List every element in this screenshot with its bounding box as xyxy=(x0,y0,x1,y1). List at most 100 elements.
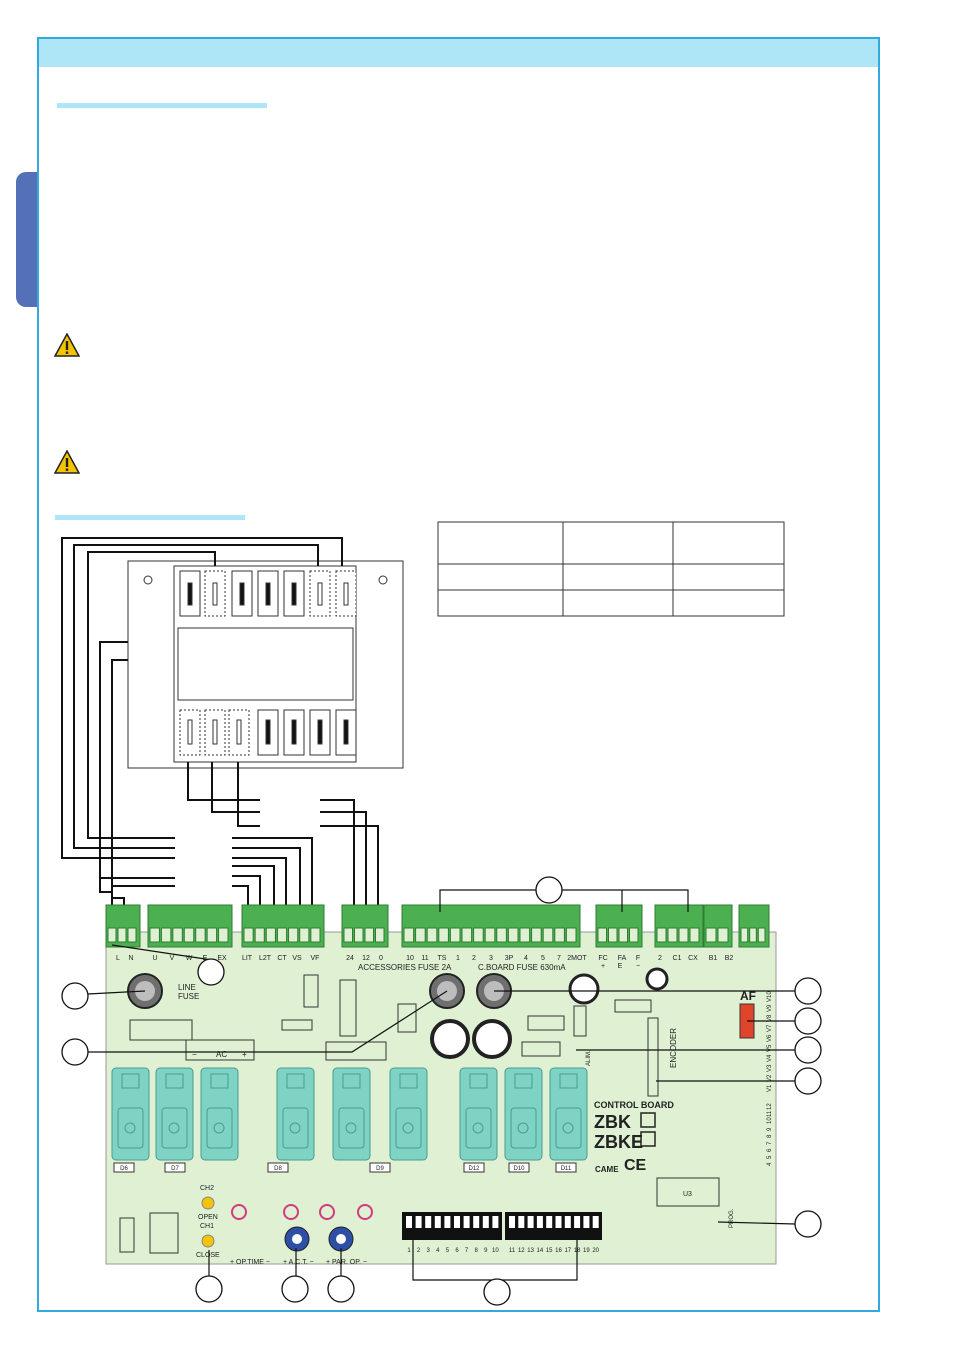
section-rule xyxy=(57,103,267,108)
alim-label: ALIM. xyxy=(586,1050,592,1066)
relay-label: D8 xyxy=(274,1166,282,1172)
terminal-label: 0 xyxy=(379,955,383,962)
led-label: 11 xyxy=(767,1110,773,1117)
terminal-label: CX xyxy=(688,955,698,962)
accessories-fuse-label: ACCESSORIES FUSE 2A xyxy=(358,963,452,972)
led-label: 4 xyxy=(767,1162,773,1166)
relay xyxy=(459,1067,498,1161)
terminal-label: B2 xyxy=(725,955,734,962)
dip-number: 6 xyxy=(455,1248,459,1254)
dip-key[interactable] xyxy=(473,1216,480,1228)
terminal-label: FA xyxy=(618,955,627,962)
dip-number: 7 xyxy=(465,1248,469,1254)
dip-key[interactable] xyxy=(527,1216,534,1228)
dip-key[interactable] xyxy=(454,1216,460,1228)
prog-label: PROG. xyxy=(729,1208,735,1228)
dip-number: 2 xyxy=(417,1248,421,1254)
dip-number: 8 xyxy=(475,1248,479,1254)
dip-key[interactable] xyxy=(574,1216,581,1228)
dip-key[interactable] xyxy=(425,1216,432,1228)
wires xyxy=(61,537,379,905)
dip-key[interactable] xyxy=(492,1216,499,1228)
terminal-label: 10 xyxy=(406,955,414,962)
terminal-label: 2 xyxy=(472,955,476,962)
dip-key[interactable] xyxy=(482,1216,489,1228)
relay-label: D6 xyxy=(120,1166,128,1172)
relay xyxy=(504,1067,543,1161)
dip-number: 11 xyxy=(509,1248,516,1254)
warning-icon xyxy=(54,333,80,357)
terminal-label: 11 xyxy=(421,955,428,962)
terminal-label: B1 xyxy=(709,955,718,962)
ch1-button[interactable] xyxy=(201,1234,215,1248)
warning-icon xyxy=(54,450,80,474)
act-label: + A.C.T. − xyxy=(283,1259,314,1266)
ac-label: AC xyxy=(216,1050,227,1059)
terminal-label: VF xyxy=(311,955,320,962)
dip-key[interactable] xyxy=(555,1216,562,1228)
dip-key[interactable] xyxy=(546,1216,553,1228)
dip-key[interactable] xyxy=(415,1216,422,1228)
dip-key[interactable] xyxy=(406,1216,412,1228)
relay xyxy=(276,1067,315,1161)
terminal-label: 4 xyxy=(524,955,528,962)
ce-mark: CE xyxy=(624,1157,647,1174)
dip-number: 14 xyxy=(537,1248,544,1254)
relay xyxy=(549,1067,588,1161)
led-label: V6 xyxy=(767,1034,773,1042)
terminal-label: L xyxy=(116,955,120,962)
dip-key[interactable] xyxy=(583,1216,590,1228)
relay xyxy=(389,1067,428,1161)
terminal-label: 2 xyxy=(658,955,662,962)
led-label: V5 xyxy=(767,1044,773,1052)
led-label: 5 xyxy=(767,1155,773,1159)
u3-label: U3 xyxy=(683,1191,692,1198)
terminal-label: TS xyxy=(438,955,447,962)
terminal-label: 3P xyxy=(505,955,514,962)
led-label: 7 xyxy=(767,1141,773,1145)
led-label: V9 xyxy=(767,1004,773,1012)
terminal-sublabel: − xyxy=(636,963,640,970)
led-label: V4 xyxy=(767,1054,773,1062)
ac-plus: + xyxy=(242,1050,247,1059)
led-label: 12 xyxy=(767,1103,773,1110)
terminal-label: V xyxy=(170,955,175,962)
terminal-label: CT xyxy=(277,955,287,962)
terminal-label: FC xyxy=(598,955,607,962)
af-label: AF xyxy=(740,989,756,1003)
dip-key[interactable] xyxy=(509,1216,515,1228)
maker-logo: CAME xyxy=(595,1165,619,1174)
relay xyxy=(155,1067,194,1161)
dip-key[interactable] xyxy=(564,1216,571,1228)
terminal-label: 12 xyxy=(362,955,370,962)
dip-number: 5 xyxy=(446,1248,450,1254)
terminal-label: 3 xyxy=(489,955,493,962)
terminal-label: F xyxy=(636,955,640,962)
ch2-button[interactable] xyxy=(201,1196,215,1210)
led-label: V10 xyxy=(767,991,773,1002)
terminal-label: C1 xyxy=(673,955,682,962)
relay-label: D11 xyxy=(561,1166,572,1172)
model-zbk: ZBK xyxy=(594,1112,631,1132)
relay xyxy=(111,1067,150,1161)
dip-key[interactable] xyxy=(434,1216,441,1228)
terminal-label: N xyxy=(128,955,133,962)
led-label: 9 xyxy=(767,1127,773,1131)
dip-number: 1 xyxy=(407,1248,411,1254)
spec-table xyxy=(437,521,785,617)
header-band xyxy=(39,39,878,67)
transformer xyxy=(127,560,404,769)
dip-key[interactable] xyxy=(592,1216,599,1228)
terminal-sublabel: E xyxy=(618,963,623,970)
close-label: CLOSE xyxy=(196,1252,220,1259)
dip-key[interactable] xyxy=(536,1216,543,1228)
dip-key[interactable] xyxy=(518,1216,525,1228)
led-label: V1 xyxy=(767,1084,773,1092)
control-board-label: CONTROL BOARD xyxy=(594,1100,674,1110)
terminal-label: L2T xyxy=(259,955,272,962)
relay xyxy=(200,1067,239,1161)
dip-key[interactable] xyxy=(444,1216,451,1228)
dip-key[interactable] xyxy=(463,1216,470,1228)
led-label: 6 xyxy=(767,1148,773,1152)
